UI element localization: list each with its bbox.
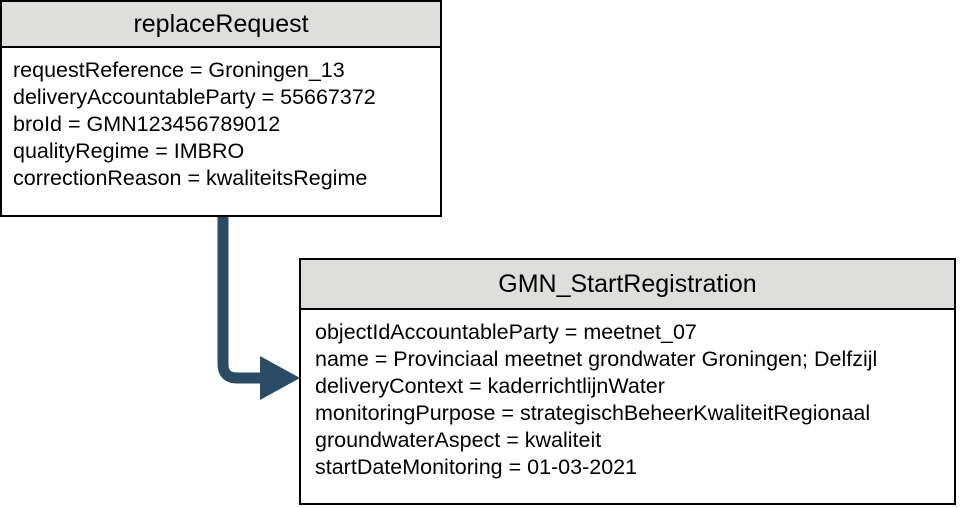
uml-attribute: requestReference = Groningen_13 — [13, 58, 345, 82]
uml-attribute: startDateMonitoring = 01-03-2021 — [315, 455, 638, 479]
uml-box-gmn-start-registration[interactable]: GMN_StartRegistration objectIdAccountabl… — [299, 258, 956, 505]
uml-attribute: qualityRegime = IMBRO — [13, 139, 245, 163]
uml-box-title-gmn-start-registration: GMN_StartRegistration — [301, 260, 954, 310]
uml-box-replace-request[interactable]: replaceRequest requestReference = Gronin… — [0, 0, 442, 217]
uml-attribute: broId = GMN123456789012 — [13, 112, 281, 136]
uml-attribute: deliveryAccountableParty = 55667372 — [13, 85, 376, 109]
uml-attribute-list-gmn-start-registration: objectIdAccountableParty = meetnet_07 na… — [301, 310, 954, 481]
uml-attribute: name = Provinciaal meetnet grondwater Gr… — [315, 347, 878, 371]
uml-attribute: deliveryContext = kaderrichtlijnWater — [315, 374, 665, 398]
uml-attribute-list-replace-request: requestReference = Groningen_13 delivery… — [2, 48, 440, 192]
uml-attribute: correctionReason = kwaliteitsRegime — [13, 166, 368, 190]
uml-attribute: objectIdAccountableParty = meetnet_07 — [315, 320, 697, 344]
uml-attribute: groundwaterAspect = kwaliteit — [315, 428, 602, 452]
uml-attribute: monitoringPurpose = strategischBeheerKwa… — [315, 401, 871, 425]
arrowhead-icon — [260, 356, 300, 400]
uml-box-title-replace-request: replaceRequest — [2, 2, 440, 48]
